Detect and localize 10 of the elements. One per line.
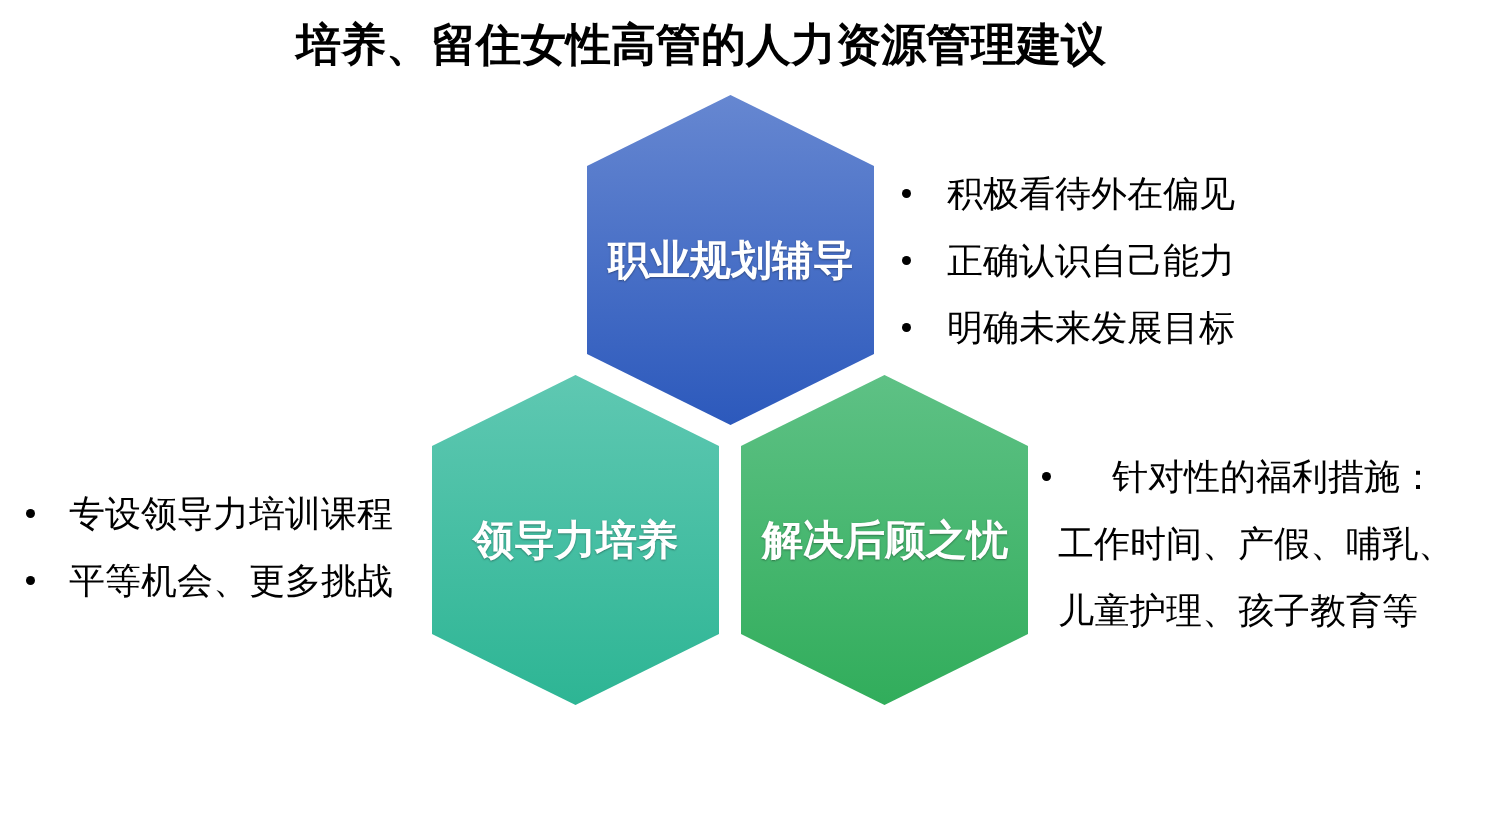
bullet-text: 积极看待外在偏见: [947, 172, 1235, 216]
bullet-text: 正确认识自己能力: [947, 239, 1235, 283]
hexagon-label: 解决后顾之忧: [761, 515, 1008, 566]
bullet-text: 针对性的福利措施：工作时间、产假、哺乳、儿童护理、孩子教育等: [1058, 455, 1455, 633]
hexagon-label: 领导力培养: [473, 515, 678, 566]
bullet-text: 平等机会、更多挑战: [69, 559, 393, 603]
bullet-text: 专设领导力培训课程: [69, 492, 393, 536]
title: 培养、留住女性高管的人力资源管理建议: [296, 17, 1106, 73]
hexagon-label: 职业规划辅导: [607, 235, 854, 286]
bullet-text: 明确未来发展目标: [947, 306, 1235, 350]
